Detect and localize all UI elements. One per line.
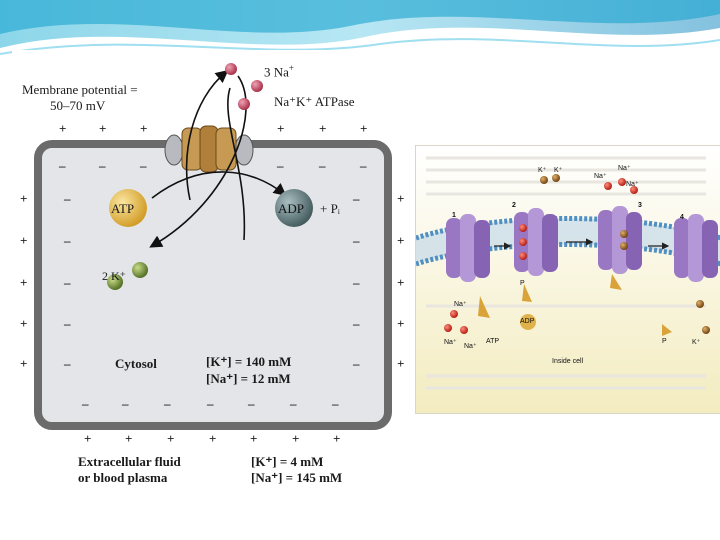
minus-sign: –: [82, 396, 89, 412]
adp-label-right: ADP: [520, 318, 534, 325]
plus-sign: +: [20, 233, 27, 249]
extra-k-concentration: [K⁺] = 4 mM: [251, 454, 323, 470]
inside-cell-label: Inside cell: [552, 358, 583, 365]
adp-label: ADP: [278, 201, 304, 217]
pump-state-1: [446, 214, 490, 282]
plus-sign: +: [250, 431, 257, 447]
plus-sign: +: [319, 121, 326, 137]
atpase-label: Na⁺K⁺ ATPase: [274, 94, 355, 109]
na-label: Na⁺: [454, 300, 467, 308]
minus-sign: –: [140, 158, 147, 174]
minus-sign: –: [277, 158, 284, 174]
na-label: Na⁺: [464, 342, 477, 350]
plus-sign: +: [397, 275, 404, 291]
extracellular-label-2: or blood plasma: [78, 470, 167, 486]
membrane-potential-value: 50–70 mV: [50, 98, 105, 113]
step-1-label: 1: [452, 212, 456, 219]
plus-sign: +: [99, 121, 106, 137]
right-pump-cycle-diagram: 1 2 3 4 K⁺ K⁺ Na⁺ Na⁺ Na⁺ Na⁺ Na⁺ Na⁺ AT…: [415, 145, 720, 414]
extracellular-label: Extracellular fluid: [78, 454, 181, 470]
k-label: K⁺: [554, 166, 562, 174]
minus-sign: –: [248, 396, 255, 412]
minus-sign: –: [319, 158, 326, 174]
minus-sign: –: [64, 275, 71, 291]
p-label-right: P: [520, 280, 525, 287]
plus-sign: +: [125, 431, 132, 447]
k-in-label: 2 K⁺: [102, 269, 126, 284]
plus-sign: +: [167, 431, 174, 447]
plus-sign: +: [59, 121, 66, 137]
pump-state-3: [598, 206, 642, 274]
plus-sign: +: [397, 191, 404, 207]
k-label: K⁺: [692, 338, 700, 346]
minus-sign: –: [360, 158, 367, 174]
left-pump-diagram: Membrane potential = 50–70 mV 3 Na+ Na⁺K…: [12, 50, 415, 492]
minus-sign: –: [332, 396, 339, 412]
na-label: Na⁺: [626, 180, 639, 188]
plus-sign: +: [20, 356, 27, 372]
plus-sign: +: [397, 316, 404, 332]
minus-sign: –: [64, 191, 71, 207]
step-3-label: 3: [638, 202, 642, 209]
step-2-label: 2: [512, 202, 516, 209]
plus-sign: +: [20, 316, 27, 332]
plus-sign: +: [360, 121, 367, 137]
minus-sign: –: [353, 191, 360, 207]
step-4-label: 4: [680, 214, 684, 221]
cytosol-label: Cytosol: [115, 356, 157, 372]
na-label: Na⁺: [618, 164, 631, 172]
atp-label: ATP: [111, 201, 134, 217]
atp-label-right: ATP: [486, 338, 499, 345]
na-label: Na⁺: [594, 172, 607, 180]
minus-sign: –: [122, 396, 129, 412]
na-ion: [238, 98, 250, 110]
plus-sign: +: [140, 121, 147, 137]
minus-sign: –: [64, 356, 71, 372]
plus-sign: +: [397, 356, 404, 372]
na-out-label: 3 Na+: [264, 61, 294, 79]
na-ion: [251, 80, 263, 92]
minus-sign: –: [99, 158, 106, 174]
k-label: K⁺: [538, 166, 546, 174]
plus-sign: +: [292, 431, 299, 447]
cytosol-k-concentration: [K⁺] = 140 mM: [206, 354, 291, 370]
na-label: Na⁺: [444, 338, 457, 346]
plus-sign: +: [397, 233, 404, 249]
minus-sign: –: [353, 233, 360, 249]
plus-sign: +: [20, 275, 27, 291]
cell-membrane-drawing: [12, 50, 415, 492]
pump-state-4: [674, 214, 718, 282]
minus-sign: –: [353, 356, 360, 372]
na-ion: [225, 63, 237, 75]
pump-cycle-drawing: [416, 146, 720, 413]
minus-sign: –: [164, 396, 171, 412]
plus-sign: +: [84, 431, 91, 447]
minus-sign: –: [207, 396, 214, 412]
plus-sign: +: [209, 431, 216, 447]
minus-sign: –: [64, 233, 71, 249]
cytosol-na-concentration: [Na⁺] = 12 mM: [206, 371, 291, 387]
k-ion: [132, 262, 148, 278]
minus-sign: –: [353, 316, 360, 332]
minus-sign: –: [290, 396, 297, 412]
minus-sign: –: [64, 316, 71, 332]
minus-sign: –: [353, 275, 360, 291]
extra-na-concentration: [Na⁺] = 145 mM: [251, 470, 342, 486]
pi-label: + Pᵢ: [320, 201, 340, 217]
plus-sign: +: [20, 191, 27, 207]
plus-sign: +: [333, 431, 340, 447]
plus-sign: +: [277, 121, 284, 137]
minus-sign: –: [59, 158, 66, 174]
membrane-potential-label: Membrane potential =: [22, 82, 138, 97]
p-label-right: P: [662, 338, 667, 345]
